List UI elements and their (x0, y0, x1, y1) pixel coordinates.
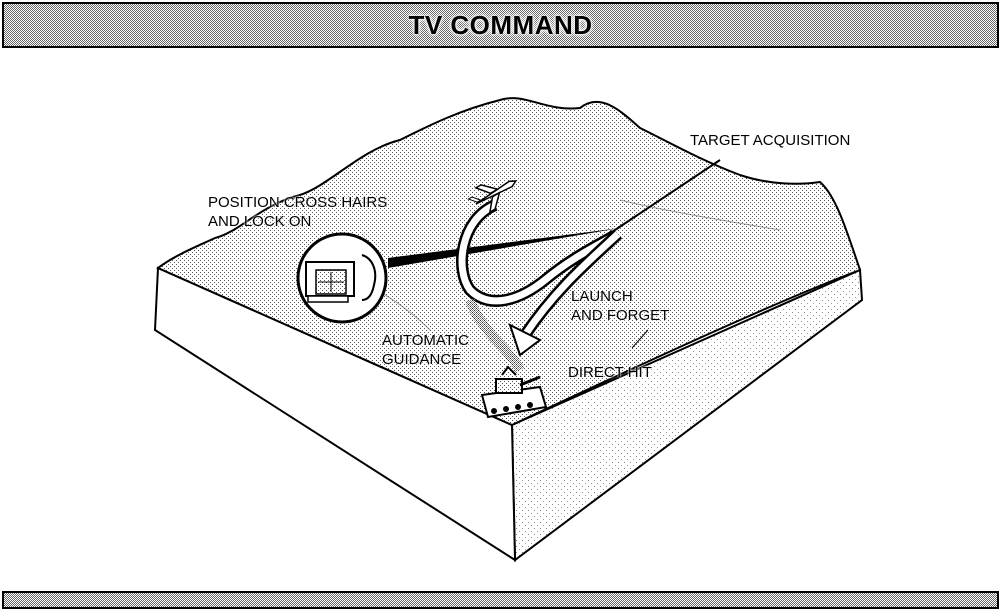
footer-pattern (4, 593, 997, 607)
label-launch-and-forget: LAUNCH AND FORGET (571, 288, 670, 324)
tank-icon (480, 365, 548, 419)
label-direct-hit: DIRECT HIT (568, 364, 652, 381)
title-banner: TV COMMAND (2, 2, 999, 48)
label-position-cross-hairs: POSITION CROSS HAIRS AND LOCK ON (208, 194, 388, 230)
label-target-acquisition: TARGET ACQUISITION (690, 132, 851, 149)
terrain-surface (156, 97, 862, 427)
guidance-beam (388, 228, 620, 268)
arrow-head (508, 323, 542, 357)
aircraft-icon (467, 180, 518, 214)
acquisition-line (611, 159, 721, 233)
tv-monitor-icon (296, 232, 388, 324)
banner-pattern (4, 4, 997, 46)
label-automatic-guidance: AUTOMATIC GUIDANCE (382, 332, 469, 368)
page-title: TV COMMAND (408, 9, 593, 40)
footer-bar (2, 591, 999, 609)
